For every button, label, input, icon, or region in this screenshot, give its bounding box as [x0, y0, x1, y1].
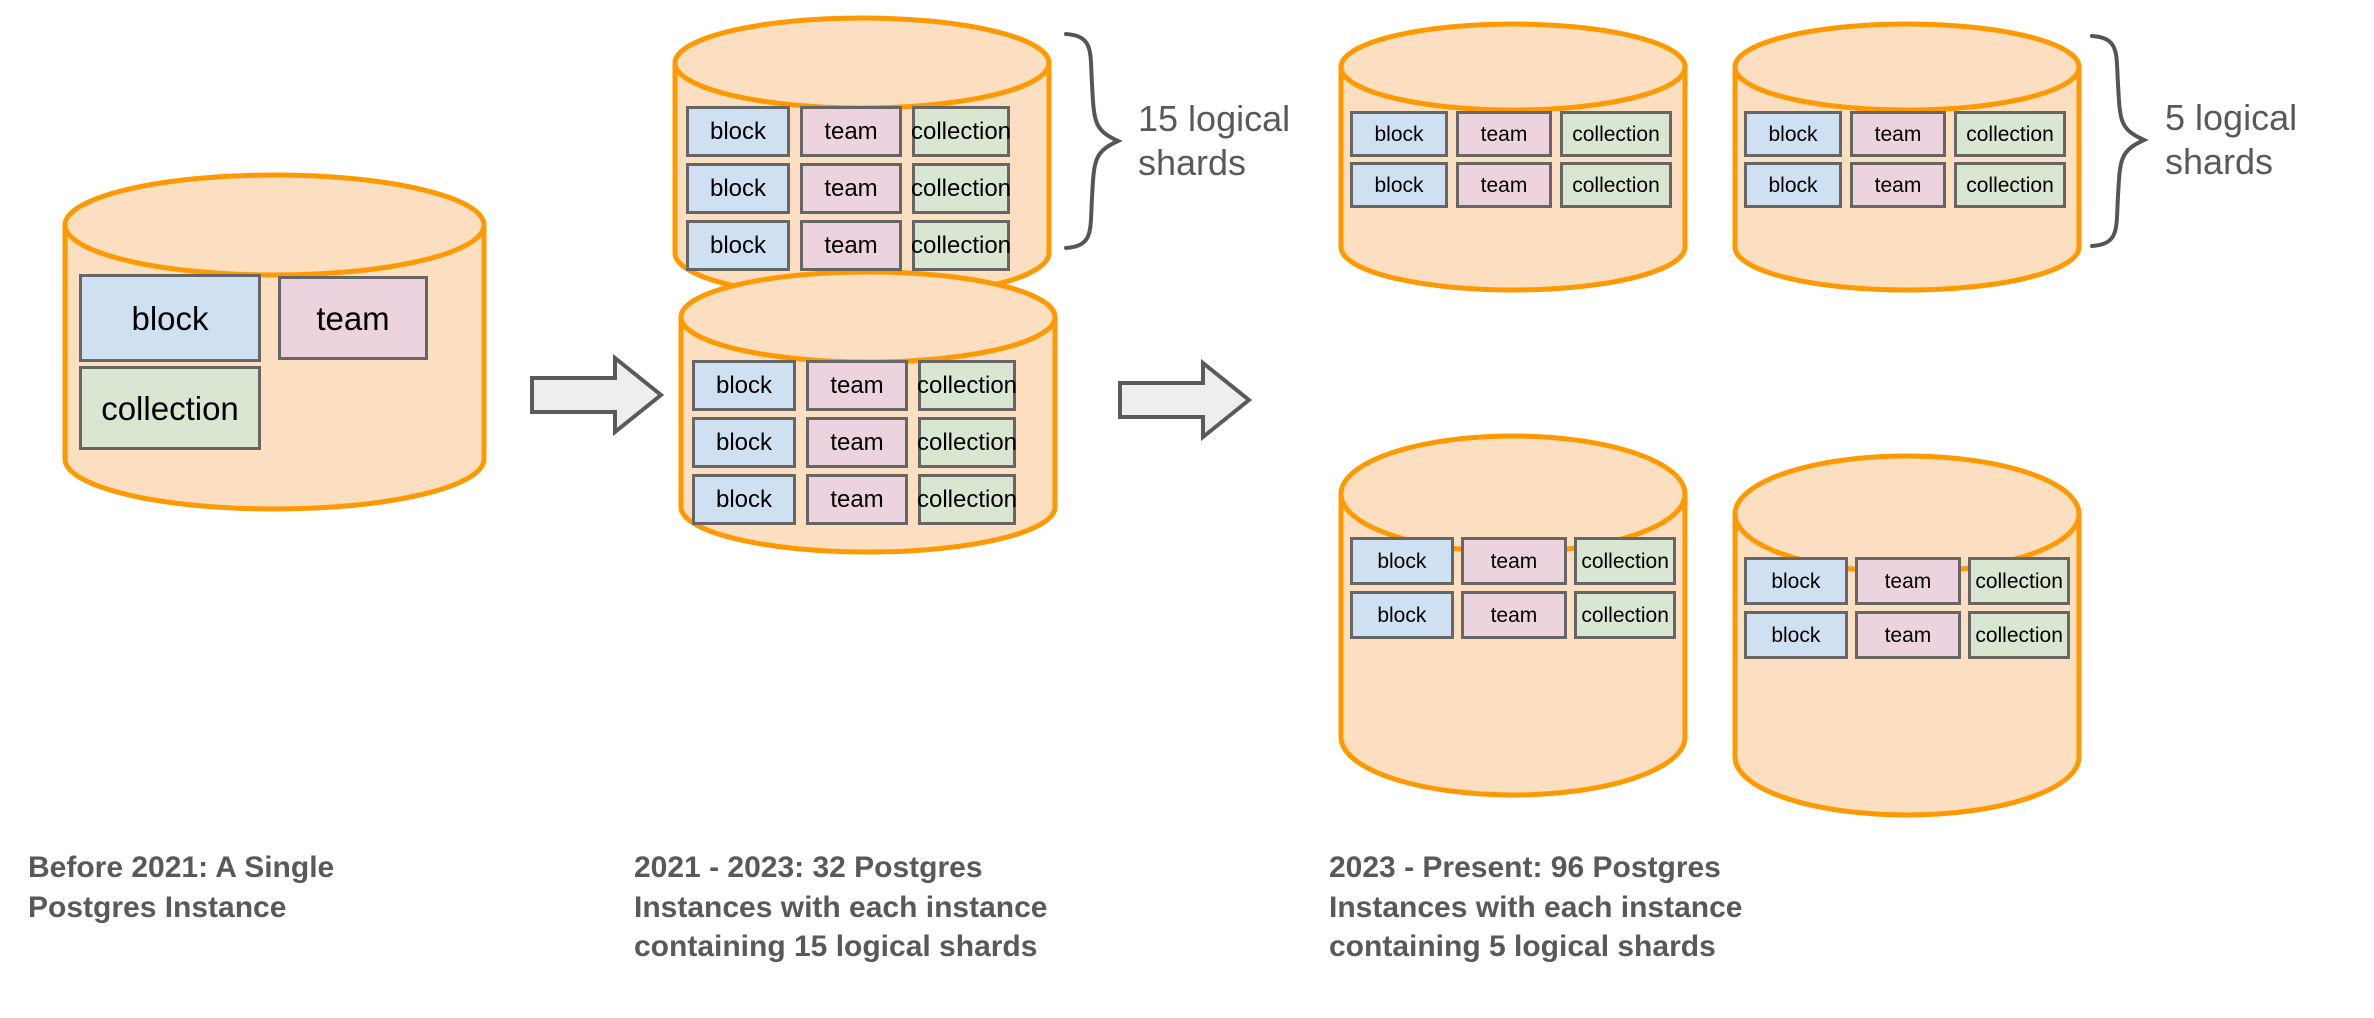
shard-block[interactable]: block: [692, 417, 796, 468]
shard-row: block team collection: [1350, 590, 1676, 640]
shard-row: block team collection: [692, 359, 1044, 412]
shard-team[interactable]: team: [806, 417, 908, 468]
database-cylinder-instance-top-left: block team collection block team collect…: [1338, 21, 1688, 293]
shard-collection[interactable]: collection: [1574, 591, 1676, 639]
shard-row: collection: [79, 366, 469, 450]
shard-team[interactable]: team: [800, 106, 902, 157]
shard-block[interactable]: block: [686, 163, 790, 214]
shard-block[interactable]: block: [1744, 162, 1842, 208]
shard-collection[interactable]: collection: [79, 366, 261, 450]
shard-grid: block team collection block team collect…: [1350, 536, 1676, 640]
caption-2021-2023: 2021 - 2023: 32 Postgres Instances with …: [634, 851, 1048, 964]
shard-team[interactable]: team: [1456, 162, 1552, 208]
shard-row: block team collection: [686, 219, 1038, 272]
brace-5-logical-shards: [2086, 32, 2156, 248]
shard-grid: block team collection block team collect…: [1744, 110, 2070, 209]
shard-block[interactable]: block: [1350, 162, 1448, 208]
shard-row: block team collection: [1350, 536, 1676, 586]
panel-2023-present: block team collection block team collect…: [1320, 0, 2374, 1018]
shard-collection[interactable]: collection: [1954, 111, 2066, 157]
shard-block[interactable]: block: [692, 474, 796, 525]
shard-team[interactable]: team: [1461, 537, 1567, 585]
shard-team[interactable]: team: [1850, 162, 1946, 208]
shard-block[interactable]: block: [1744, 557, 1848, 605]
panel-before-2021: block team collection Before 2021: A Sin…: [0, 0, 560, 1018]
caption-2023-present: 2023 - Present: 96 Postgres Instances wi…: [1329, 851, 1743, 964]
shard-collection[interactable]: collection: [1574, 537, 1676, 585]
shard-row: block team: [79, 274, 469, 362]
shard-block[interactable]: block: [1744, 111, 1842, 157]
database-cylinder-instance-bottom: block team collection block team collect…: [678, 269, 1058, 555]
shard-collection[interactable]: collection: [1954, 162, 2066, 208]
shard-team[interactable]: team: [806, 360, 908, 411]
shard-block[interactable]: block: [1350, 111, 1448, 157]
caption-before-2021: Before 2021: A Single Postgres Instance: [28, 851, 335, 924]
shard-row: block team collection: [1744, 556, 2070, 606]
shard-team[interactable]: team: [1850, 111, 1946, 157]
shard-grid: block team collection block team collect…: [686, 105, 1038, 272]
shard-team[interactable]: team: [1855, 557, 1961, 605]
shard-block[interactable]: block: [692, 360, 796, 411]
shard-row: block team collection: [1744, 161, 2070, 209]
shard-team[interactable]: team: [278, 276, 428, 360]
shard-grid: block team collection block team collect…: [1744, 556, 2070, 660]
shard-row: block team collection: [1350, 110, 1676, 158]
shard-collection[interactable]: collection: [1560, 162, 1672, 208]
shard-collection[interactable]: collection: [1968, 557, 2070, 605]
shard-row: block team collection: [692, 416, 1044, 469]
shard-row: block team collection: [686, 162, 1038, 215]
shard-collection[interactable]: collection: [1968, 611, 2070, 659]
shard-block[interactable]: block: [79, 274, 261, 362]
shard-collection[interactable]: collection: [911, 163, 1011, 214]
shard-collection[interactable]: collection: [917, 360, 1017, 411]
shard-block[interactable]: block: [686, 106, 790, 157]
shard-collection[interactable]: collection: [1560, 111, 1672, 157]
shard-team[interactable]: team: [1456, 111, 1552, 157]
shard-block[interactable]: block: [1744, 611, 1848, 659]
shard-row: block team collection: [686, 105, 1038, 158]
database-cylinder-instance-bottom-left: block team collection block team collect…: [1338, 432, 1688, 802]
shard-grid: block team collection block team collect…: [1350, 110, 1676, 209]
shard-team[interactable]: team: [1855, 611, 1961, 659]
shard-team[interactable]: team: [806, 474, 908, 525]
database-cylinder-instance-bottom-right: block team collection block team collect…: [1732, 452, 2082, 822]
shard-block[interactable]: block: [686, 220, 790, 271]
shard-row: block team collection: [692, 473, 1044, 526]
shard-block[interactable]: block: [1350, 537, 1454, 585]
database-cylinder-instance-top-right: block team collection block team collect…: [1732, 21, 2082, 293]
shard-collection[interactable]: collection: [917, 417, 1017, 468]
brace-label-5-logical-shards: 5 logical shards: [2165, 97, 2298, 182]
arrow-right-icon-2: [1115, 355, 1255, 445]
shard-team[interactable]: team: [800, 220, 902, 271]
panel-2021-2023: block team collection block team collect…: [620, 0, 1290, 1018]
brace-label-15-logical-shards: 15 logical shards: [1138, 98, 1291, 183]
shard-team[interactable]: team: [800, 163, 902, 214]
shard-collection[interactable]: collection: [911, 106, 1011, 157]
shard-grid: block team collection block team collect…: [692, 359, 1044, 526]
shard-grid: block team collection: [79, 274, 469, 450]
shard-collection[interactable]: collection: [911, 220, 1011, 271]
shard-row: block team collection: [1350, 161, 1676, 209]
arrow-right-icon-1: [527, 350, 667, 440]
database-cylinder-instance-top: block team collection block team collect…: [672, 15, 1052, 301]
shard-row: block team collection: [1744, 610, 2070, 660]
shard-collection[interactable]: collection: [917, 474, 1017, 525]
database-cylinder-single-instance: block team collection: [62, 172, 487, 512]
brace-15-logical-shards: [1060, 30, 1130, 252]
shard-block[interactable]: block: [1350, 591, 1454, 639]
shard-team[interactable]: team: [1461, 591, 1567, 639]
shard-row: block team collection: [1744, 110, 2070, 158]
